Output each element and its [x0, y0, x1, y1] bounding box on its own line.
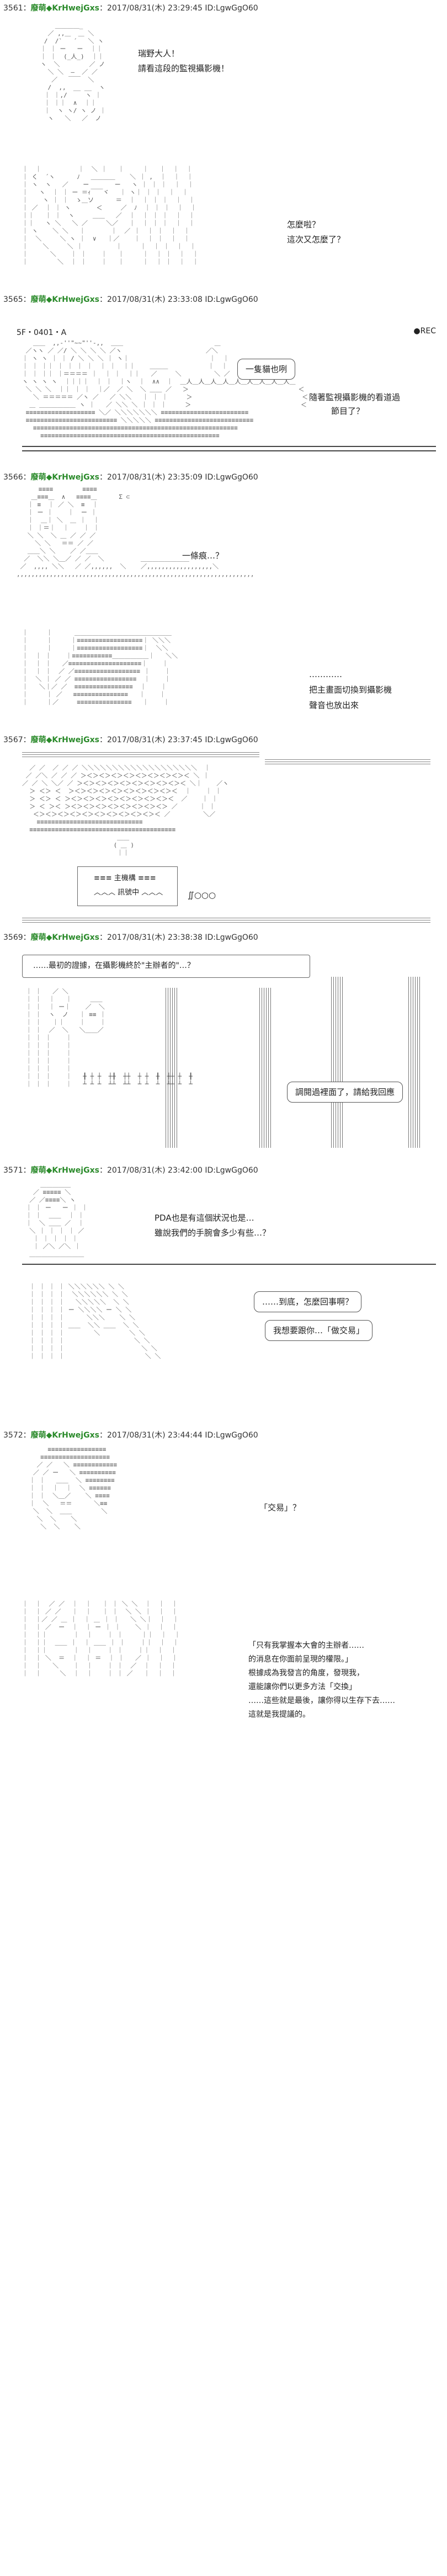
poster-name[interactable]: 廢萌 [30, 736, 46, 744]
dialog-line: 怎麼啦？ [287, 220, 321, 230]
monitor-screen [77, 866, 178, 906]
ascii-art-character: ≡≡≡≡ ≡≡≡≡ ＿≡≡≡＿ ∧ ≡≡≡≡＿ Σ ⊂ ｜ ≡ ｜ ／ ＼ ≡ … [17, 486, 254, 578]
ascii-art-character: ｜ ｜ ／ ＼ ｜ ｜ ｜ ｜ ＿＿ ｜ ｜ ｜ ー｜ ／ ＼ ｜ ｜ ヽ ノ … [25, 988, 193, 1088]
narration-text: ……最初的證據，在攝影機終於"主辦者的"…？ [33, 961, 195, 970]
dialog-line: 還能讓你們以更多方法「交換」 [248, 1683, 356, 1691]
post-header: 3567：廢萌◆KrHwejGxs：2017/08/31(木) 23:37:45… [3, 734, 258, 746]
post-header: 3565：廢萌◆KrHwejGxs：2017/08/31(木) 23:33:08… [3, 294, 258, 306]
poster-trip: ◆KrHwejGxs [46, 473, 99, 482]
poster-trip: ◆KrHwejGxs [46, 4, 99, 13]
ascii-art-scene: ｜ ｜ ＿＿＿＿＿＿＿＿＿＿＿＿＿＿＿＿ ｜ ｜ ｜≡≡≡≡≡≡≡≡≡≡≡≡≡≡… [22, 629, 178, 706]
post-meta: ：2017/08/31(木) 23:33:08 ID:LgwGgO60 [99, 295, 258, 304]
post-number: 3567： [3, 736, 31, 744]
poster-trip: ◆KrHwejGxs [46, 933, 99, 942]
poster-trip: ◆KrHwejGxs [46, 295, 99, 304]
post-meta: ：2017/08/31(木) 23:44:44 ID:LgwGgO60 [99, 1431, 258, 1440]
pillar-art [259, 988, 272, 1148]
poster-name[interactable]: 廢萌 [30, 473, 46, 482]
panel-frame-bottom [22, 916, 430, 923]
post-number: 3569： [3, 933, 31, 942]
poster-name[interactable]: 廢萌 [30, 4, 46, 13]
speech-bubble: ……到底，怎麼回事啊？ [254, 1291, 362, 1312]
speech-bubble: 一隻貓也咧 [237, 359, 296, 380]
dialog-line: ………… [309, 669, 342, 679]
dialog-line: PDA也是有這個狀況也是… [155, 1213, 254, 1223]
post-header: 3569：廢萌◆KrHwejGxs：2017/08/31(木) 23:38:38… [3, 932, 258, 944]
dialog-line: 隨著監視攝影機的看道過 [309, 392, 401, 402]
dialog-line: 的消息在你面前呈現的權限。」 [248, 1655, 353, 1664]
post-number: 3566： [3, 473, 31, 482]
post-meta: ：2017/08/31(木) 23:37:45 ID:LgwGgO60 [99, 736, 258, 744]
panel-border [22, 446, 436, 447]
panel-border [22, 1264, 436, 1265]
narration-box [22, 955, 310, 978]
ascii-art-scene: ｜ ｜ ｜ ｜ ＼＼＼＼＼＼ ＼ ＼ ｜ ｜ ｜ ｜ ＼＼＼＼＼＼ ＼ ＼ ｜ … [29, 1283, 161, 1360]
poster-name[interactable]: 廢萌 [30, 295, 46, 304]
ascii-art-character: ＿＿＿＿_ ／ ,,＿ ＿ ＼ / /` ´ ＼ ヽ ｜ ｜ ー ー ｜｜ ｜ … [40, 22, 107, 122]
ascii-art-character: ＿＿＿＿＿ ／ ≡≡≡≡≡ ＼ ／ ／≡≡≡≡＼ ヽ ｜ ｜ ー ー ｜ ｜ ｜… [25, 1181, 88, 1258]
dialog-line: 這就是我提議的。 [248, 1710, 310, 1719]
post-meta: ：2017/08/31(木) 23:38:38 ID:LgwGgO60 [99, 933, 258, 942]
poster-name[interactable]: 廢萌 [30, 1166, 46, 1175]
pillar-art [408, 977, 421, 1148]
dialog-line: 瑞野大人！ [138, 49, 180, 58]
post-header: 3561：廢萌◆KrHwejGxs：2017/08/31(木) 23:29:45… [3, 2, 258, 14]
dialog-line: 根據成為我發言的角度，發現我， [248, 1669, 364, 1678]
poster-trip: ◆KrHwejGxs [46, 1166, 99, 1175]
post-header: 3571：廢萌◆KrHwejGxs：2017/08/31(木) 23:42:00… [3, 1164, 258, 1177]
ascii-art-camera-scene: ＿＿ ,,-''"~~"''-,, ＿＿ ＿ ／ヽヽ ／ ／/ ＼ ＼ ＼ ＼ … [22, 339, 308, 439]
panel-frame-top [22, 751, 259, 757]
poster-name[interactable]: 廢萌 [30, 1431, 46, 1440]
post-number: 3572： [3, 1431, 31, 1440]
dialog-line: 「交易」？ [259, 1503, 301, 1513]
ascii-art-character: ≡≡≡≡≡≡≡≡≡≡≡≡≡≡≡≡ ≡≡≡≡≡≡≡≡≡≡≡≡≡≡≡≡≡≡≡ ／ ／… [29, 1446, 118, 1530]
post-number: 3561： [3, 4, 31, 13]
pillar-art [166, 988, 178, 1148]
post-header: 3566：廢萌◆KrHwejGxs：2017/08/31(木) 23:35:09… [3, 471, 258, 483]
post-meta: ：2017/08/31(木) 23:42:00 ID:LgwGgO60 [99, 1166, 258, 1175]
pillar-art [331, 977, 343, 1148]
camera-location-label: 5F・0401・A [17, 328, 67, 337]
post-header: 3572：廢萌◆KrHwejGxs：2017/08/31(木) 23:44:44… [3, 1429, 258, 1441]
ascii-art-scene: ｜ ｜ ／ ／ ｜ ｜ ｜ ｜ ＼ ＼ ｜ ｜ ｜ ｜ ｜ ／ ／ ｜ ｜ ｜ … [22, 1600, 180, 1677]
sound-effect-text: ∬○○○ [188, 890, 216, 900]
ascii-art-monitor-scene: ／ ／ ／ ／ ／ ＼＼＼＼＼＼＼＼＼＼＼＼＼＼＼＼＼＼＼ ｜ ／ ／＼ ／ ／… [22, 764, 229, 856]
dialog-line: 一條痕…？ [182, 551, 224, 561]
post-meta: ：2017/08/31(木) 23:29:45 ID:LgwGgO60 [99, 4, 258, 13]
monitor-screen-text: ︿︿︿ 訊號中 ︿︿︿ [94, 888, 163, 897]
rec-indicator: ●REC [413, 327, 436, 336]
dialog-line: 雖說我們的手腕會多少有些…？ [155, 1228, 271, 1238]
dialog-line: 「只有我掌握本大會的主辦者…… [248, 1641, 364, 1650]
monitor-screen-text: ≡≡≡ 主機構 ≡≡≡ [94, 874, 156, 882]
dialog-line: 節目了？ [331, 406, 365, 416]
dialog-line: 聲音也放出來 [309, 700, 359, 710]
speech-bubble: 我想要跟你…「做交易」 [265, 1320, 373, 1341]
poster-trip: ◆KrHwejGxs [46, 736, 99, 744]
poster-trip: ◆KrHwejGxs [46, 1431, 99, 1440]
ascii-art-scene: ｜ ｜ ｜ ＼ ｜ ｜ ｜ ｜ ｜ ｜ ｜ く ´ヽ ﾉ ＿＿＿＿ ＼ ｜ , … [22, 166, 199, 265]
panel-border [22, 450, 436, 451]
dialog-line: 請看這段的監視攝影機！ [138, 63, 230, 73]
post-meta: ：2017/08/31(木) 23:35:09 ID:LgwGgO60 [99, 473, 258, 482]
dialog-line: 這次又怎麼了？ [287, 235, 345, 244]
dialog-line: ……這些就是最後，讓你得以生存下去…… [248, 1696, 395, 1705]
post-number: 3571： [3, 1166, 31, 1175]
post-number: 3565： [3, 295, 31, 304]
poster-name[interactable]: 廢萌 [30, 933, 46, 942]
dialog-line: 把主畫面切換到攝影機 [309, 685, 392, 695]
speech-bubble: 調閱過裡面了，請給我回應 [287, 1082, 403, 1103]
panel-frame-top [265, 759, 430, 764]
